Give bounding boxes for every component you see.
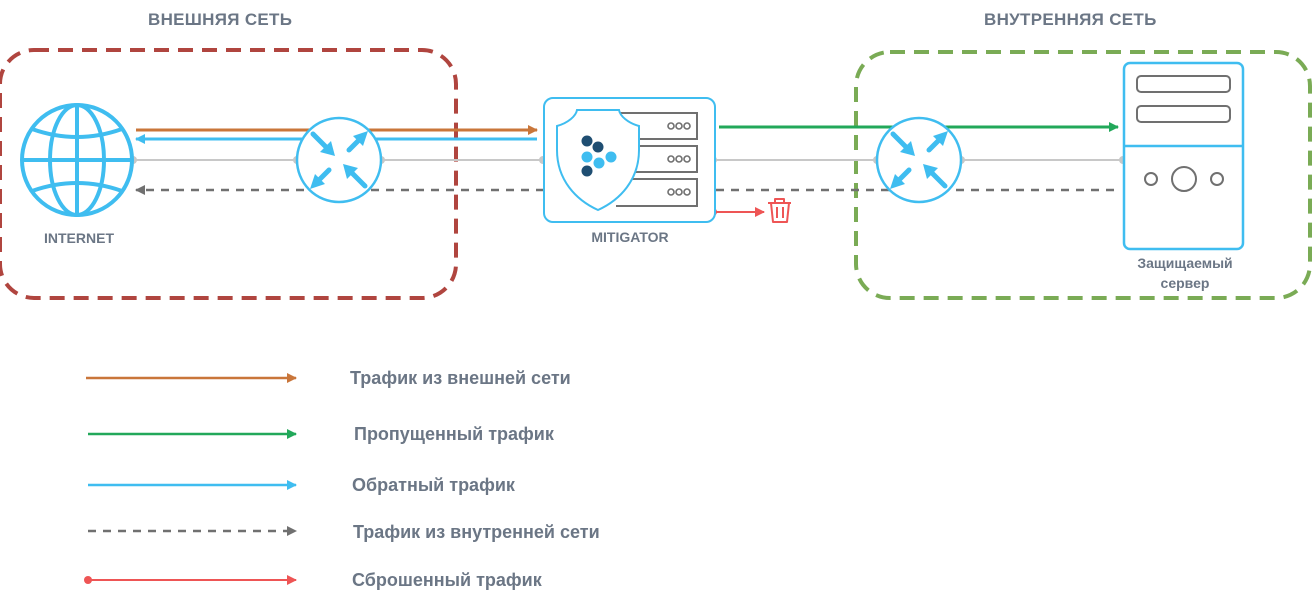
legend-label-dropped: Сброшенный трафик — [352, 570, 542, 590]
external-zone-title: ВНЕШНЯЯ СЕТЬ — [148, 10, 293, 29]
internet-label: INTERNET — [44, 230, 114, 246]
legend-label-return: Обратный трафик — [352, 475, 515, 495]
dropped-traffic-arrow — [709, 207, 765, 217]
legend-label-internal: Трафик из внутренней сети — [353, 522, 600, 542]
mitigator-label: MITIGATOR — [591, 229, 669, 245]
trash-icon — [768, 198, 791, 223]
legend-lines — [84, 373, 297, 585]
legend-label-passed: Пропущенный трафик — [354, 424, 554, 444]
legend-label-external: Трафик из внешней сети — [350, 368, 571, 388]
internal-zone-title: ВНУТРЕННЯЯ СЕТЬ — [984, 10, 1157, 29]
router-external-icon — [295, 116, 383, 204]
server-label-line2: сервер — [1160, 275, 1210, 291]
legend-line-dropped — [84, 575, 297, 585]
globe-icon — [20, 103, 134, 217]
mitigator-icon — [543, 97, 716, 223]
external-zone — [0, 48, 458, 300]
router-internal-icon — [875, 116, 963, 204]
internal-zone — [854, 50, 1312, 300]
server-label-line1: Защищаемый — [1137, 255, 1233, 271]
server-icon — [1122, 61, 1245, 251]
